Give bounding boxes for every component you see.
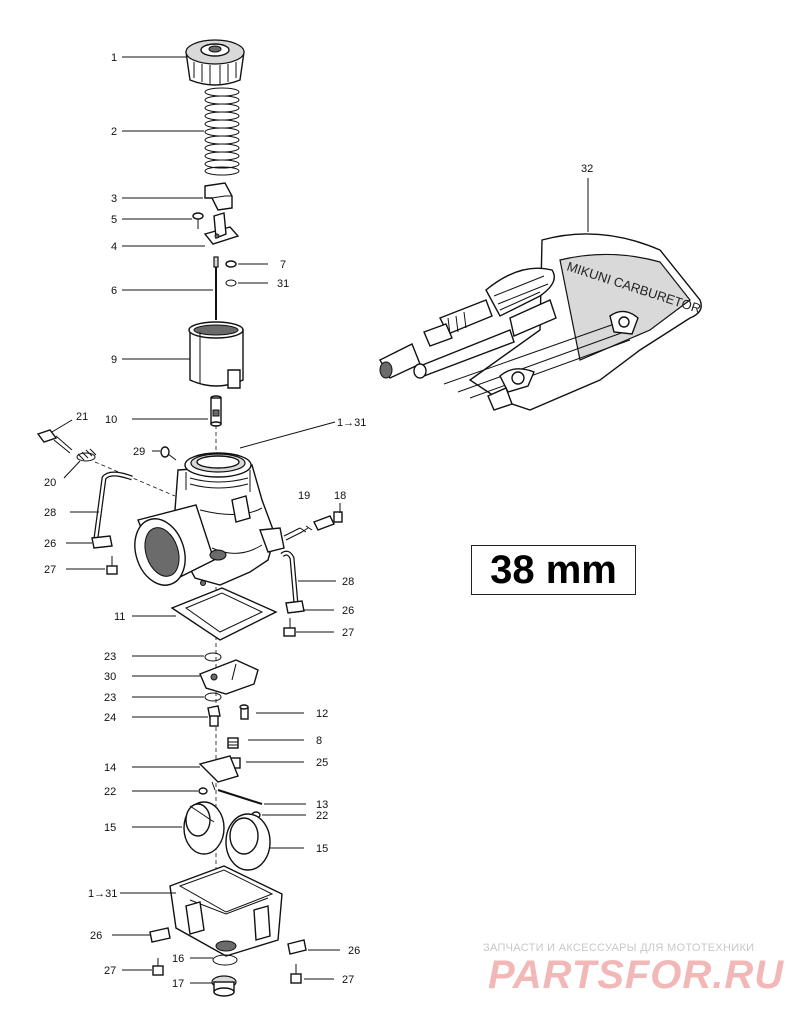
callout-23-b: 23 — [104, 692, 116, 704]
callout-19: 19 — [298, 490, 310, 502]
part-10-needle-jet — [210, 395, 222, 427]
callout-3: 3 — [111, 193, 117, 205]
callout-22-left: 22 — [104, 786, 116, 798]
part-15-float-right — [225, 813, 271, 871]
callout-23-a: 23 — [104, 651, 116, 663]
part-11-gasket — [170, 580, 278, 641]
part-18-screw — [313, 511, 343, 531]
callout-28-right: 28 — [342, 576, 354, 588]
leader-20 — [63, 460, 81, 479]
part-7-clip — [225, 260, 237, 268]
callout-8: 8 — [316, 735, 322, 747]
part-29-screw — [160, 446, 177, 461]
callout-27-br: 27 — [342, 974, 354, 986]
callout-25: 25 — [316, 757, 328, 769]
part-30-baffle — [199, 659, 259, 695]
callout-27-bl: 27 — [104, 965, 116, 977]
part-22-left-clip — [198, 787, 208, 795]
part-14-float-arm — [198, 755, 239, 791]
callout-1to31-bottom: 1→31 — [88, 888, 117, 900]
size-label: 38 mm — [471, 545, 636, 595]
part-13-float-pin — [217, 789, 263, 805]
callout-18: 18 — [334, 490, 346, 502]
part-31-ring — [225, 279, 237, 287]
part-23-oring-a — [204, 652, 222, 662]
part-28-left-tube — [93, 471, 133, 539]
callout-5: 5 — [111, 214, 117, 226]
part-27-left-screw — [106, 556, 118, 575]
part-26-right-bracket — [285, 600, 305, 614]
part-24-jet-holder — [207, 705, 221, 727]
part-16-oring — [212, 954, 238, 966]
callout-30: 30 — [104, 671, 116, 683]
callout-16: 16 — [172, 953, 184, 965]
part-32-tool-kit: MIKUNI CARBURETOR — [379, 233, 703, 411]
callout-11: 11 — [114, 611, 125, 623]
part-27-bl-screw — [152, 958, 164, 976]
callout-1to31-top: 1→31 — [337, 417, 366, 429]
callout-31: 31 — [277, 278, 289, 290]
leader-1to31-top — [239, 421, 336, 449]
part-21-pilot-screw — [36, 429, 73, 454]
part-19-air-screw — [283, 525, 313, 541]
callout-4: 4 — [111, 241, 117, 253]
callout-7: 7 — [280, 259, 286, 271]
part-4-plate — [203, 212, 240, 245]
part-26-left-bracket — [91, 535, 113, 549]
watermark-tagline: ЗАПЧАСТИ И АКСЕССУАРЫ ДЛЯ МОТОТЕХНИКИ — [483, 942, 755, 954]
callout-15-left: 15 — [104, 822, 116, 834]
part-2-spring — [204, 87, 240, 176]
leader-21 — [51, 419, 73, 433]
callout-21: 21 — [76, 411, 88, 423]
part-1-cap — [185, 39, 245, 86]
part-3-retainer — [204, 182, 233, 211]
part-20-spring — [76, 448, 97, 462]
callout-6: 6 — [111, 285, 117, 297]
callout-32: 32 — [581, 163, 593, 175]
part-6-needle — [213, 256, 219, 320]
callout-26-left: 26 — [44, 538, 56, 550]
part-26-bl-bracket — [149, 927, 171, 943]
part-26-br-bracket — [287, 939, 307, 955]
callout-15-right: 15 — [316, 843, 328, 855]
callout-29: 29 — [133, 446, 145, 458]
callout-12: 12 — [316, 708, 328, 720]
carburetor-body — [134, 452, 285, 586]
callout-17: 17 — [172, 978, 184, 990]
watermark-logo: PARTSFOR.RU — [488, 953, 785, 997]
callout-26-bl: 26 — [90, 930, 102, 942]
part-8-jet — [227, 737, 239, 749]
part-12-pilot-jet — [239, 704, 249, 720]
part-5-screw — [192, 212, 204, 229]
callout-27-right: 27 — [342, 627, 354, 639]
callout-28-left: 28 — [44, 507, 56, 519]
callout-14: 14 — [104, 762, 116, 774]
part-15-float-left — [183, 801, 225, 855]
part-27-br-screw — [290, 964, 302, 984]
part-28-right-tube — [280, 550, 299, 605]
part-17-drain-plug — [211, 975, 237, 997]
part-27-right-screw — [283, 618, 296, 637]
callout-26-br: 26 — [348, 945, 360, 957]
callout-22-right: 22 — [316, 810, 328, 822]
callout-24: 24 — [104, 712, 116, 724]
callout-26-right: 26 — [342, 605, 354, 617]
callout-20: 20 — [44, 477, 56, 489]
callout-2: 2 — [111, 126, 117, 138]
part-9-slide — [188, 321, 244, 389]
callout-9: 9 — [111, 354, 117, 366]
float-bowl — [169, 865, 283, 957]
callout-1: 1 — [111, 52, 117, 64]
part-23-oring-b — [204, 692, 222, 702]
callout-10: 10 — [105, 414, 117, 426]
callout-13: 13 — [316, 799, 328, 811]
alignment-line-left — [94, 461, 176, 497]
callout-27-left: 27 — [44, 564, 56, 576]
